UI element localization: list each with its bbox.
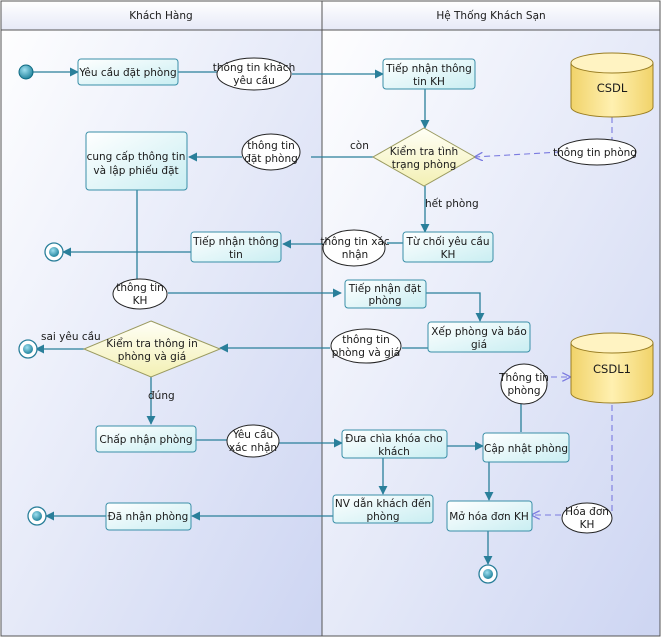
svg-text:Từ chối yêu cầu: Từ chối yêu cầu xyxy=(405,236,489,248)
svg-text:phòng: phòng xyxy=(507,385,540,397)
flow-lines xyxy=(33,67,613,565)
object-thong-tin-khach-yeu-cau: thông tin khách yêu cầu xyxy=(213,57,295,91)
svg-text:nhận: nhận xyxy=(342,249,368,261)
object-thong-tin-phong-va-gia: thông tin phòng và giá xyxy=(330,328,402,364)
activity-mo-hoa-don: Mở hóa đơn KH xyxy=(446,500,533,532)
guard-sai-yeu-cau: sai yêu cầu xyxy=(41,331,101,343)
object-thong-tin-phong: thông tin phòng xyxy=(553,138,637,166)
svg-text:CSDL: CSDL xyxy=(597,81,628,95)
svg-text:KH: KH xyxy=(580,519,595,531)
svg-text:phòng: phòng xyxy=(368,295,401,307)
svg-text:khách: khách xyxy=(378,446,410,458)
activity-nv-dan-khach: NV dẫn khách đến phòng xyxy=(332,494,434,524)
datastore-csdl: CSDL xyxy=(570,52,654,118)
svg-text:tin KH: tin KH xyxy=(413,76,445,88)
svg-text:KH: KH xyxy=(441,249,456,261)
svg-text:Tiếp nhận thông: Tiếp nhận thông xyxy=(192,236,279,248)
activity-yeu-cau-dat-phong: Yêu cầu đặt phòng xyxy=(77,58,179,86)
guard-het-phong: hết phòng xyxy=(425,198,479,210)
decision-kiem-tra-thong-tin: Kiểm tra thông in phòng và giá xyxy=(82,320,222,378)
activity-da-nhan-phong: Đã nhận phòng xyxy=(105,502,192,531)
datastore-csdl1: CSDL1 xyxy=(570,332,654,404)
guard-con: còn xyxy=(350,140,369,152)
lane-khach-hang xyxy=(0,0,323,637)
svg-text:yêu cầu: yêu cầu xyxy=(233,75,275,87)
object-hoa-don-kh: Hóa đơn KH xyxy=(561,502,613,534)
svg-text:thông tin phòng: thông tin phòng xyxy=(553,147,637,159)
svg-text:trạng phòng: trạng phòng xyxy=(392,159,457,171)
svg-text:Tiếp nhận đặt: Tiếp nhận đặt xyxy=(348,283,421,295)
activity-xep-phong: Xếp phòng và báo giá xyxy=(427,321,531,353)
svg-text:Cập nhật phòng: Cập nhật phòng xyxy=(484,443,568,455)
svg-text:thông tin: thông tin xyxy=(247,140,295,152)
svg-text:Yêu cầu: Yêu cầu xyxy=(232,429,273,441)
svg-text:Đã nhận phòng: Đã nhận phòng xyxy=(108,511,189,523)
svg-text:cung cấp thông tin: cung cấp thông tin xyxy=(87,151,186,163)
object-thong-tin-xac-nhan: thông tin xác nhận xyxy=(320,229,390,267)
svg-text:Thông tin: Thông tin xyxy=(498,372,549,384)
activity-tiep-nhan-thong-tin: Tiếp nhận thông tin xyxy=(190,231,282,263)
svg-text:phòng và giá: phòng và giá xyxy=(332,347,400,359)
svg-text:Kiểm tra tình: Kiểm tra tình xyxy=(390,145,458,158)
svg-text:tin: tin xyxy=(229,249,243,261)
svg-text:KH: KH xyxy=(133,295,148,307)
svg-text:thông tin khách: thông tin khách xyxy=(213,62,295,74)
object-thong-tin-dat-phong: thông tin đặt phòng xyxy=(241,133,301,171)
svg-text:CSDL1: CSDL1 xyxy=(593,362,631,376)
svg-text:phòng: phòng xyxy=(366,511,399,523)
svg-text:Đưa chìa khóa cho: Đưa chìa khóa cho xyxy=(345,433,442,445)
end-node-hoa-don xyxy=(478,564,498,584)
end-node-tiep-nhan xyxy=(44,242,64,262)
svg-text:thông tin: thông tin xyxy=(116,282,164,294)
svg-text:xác nhận: xác nhận xyxy=(229,442,277,454)
svg-text:và lập phiếu đặt: và lập phiếu đặt xyxy=(93,165,178,177)
svg-text:Yêu cầu đặt phòng: Yêu cầu đặt phòng xyxy=(78,67,176,79)
svg-text:phòng và giá: phòng và giá xyxy=(118,351,186,363)
end-node-da-nhan-phong xyxy=(27,506,47,526)
svg-text:Tiếp nhận thông: Tiếp nhận thông xyxy=(385,63,472,75)
svg-text:giá: giá xyxy=(471,339,487,351)
svg-text:Hóa đơn: Hóa đơn xyxy=(565,506,609,518)
activity-cap-nhat-phong: Cập nhật phòng xyxy=(482,432,570,463)
lane-title-he-thong: Hệ Thống Khách Sạn xyxy=(436,10,545,22)
svg-text:NV dẫn khách đến: NV dẫn khách đến xyxy=(335,497,431,510)
activity-cung-cap-thong-tin: cung cấp thông tin và lập phiếu đặt xyxy=(85,131,188,191)
lane-header-left xyxy=(0,0,323,31)
activity-tiep-nhan-thong-tin-kh: Tiếp nhận thông tin KH xyxy=(382,58,476,90)
svg-text:Xếp phòng và báo: Xếp phòng và báo xyxy=(431,326,527,338)
guard-dung: đúng xyxy=(148,390,175,402)
activity-chap-nhan-phong: Chấp nhận phòng xyxy=(95,425,197,453)
activity-dua-chia-khoa: Đưa chìa khóa cho khách xyxy=(341,429,448,459)
start-node xyxy=(18,64,34,80)
activity-tiep-nhan-dat-phong: Tiếp nhận đặt phòng xyxy=(344,279,427,309)
activity-tu-choi-yeu-cau: Từ chối yêu cầu KH xyxy=(402,231,494,263)
svg-text:Chấp nhận phòng: Chấp nhận phòng xyxy=(99,434,192,446)
lane-title-khach-hang: Khách Hàng xyxy=(129,10,192,22)
object-thong-tin-kh: thông tin KH xyxy=(112,278,168,310)
svg-text:thông tin xác: thông tin xác xyxy=(320,236,390,248)
svg-text:thông tin: thông tin xyxy=(342,334,390,346)
end-node-sai-yeu-cau xyxy=(18,339,38,359)
object-thong-tin-phong-2: Thông tin phòng xyxy=(498,363,549,405)
svg-text:đặt phòng: đặt phòng xyxy=(244,153,298,165)
lane-header-right xyxy=(321,0,661,31)
svg-text:Mở hóa đơn KH: Mở hóa đơn KH xyxy=(449,511,529,523)
decision-kiem-tra-tinh-trang: Kiểm tra tình trạng phòng xyxy=(371,127,477,187)
svg-text:Kiểm tra thông in: Kiểm tra thông in xyxy=(106,337,197,350)
object-yeu-cau-xac-nhan: Yêu cầu xác nhận xyxy=(226,424,280,458)
